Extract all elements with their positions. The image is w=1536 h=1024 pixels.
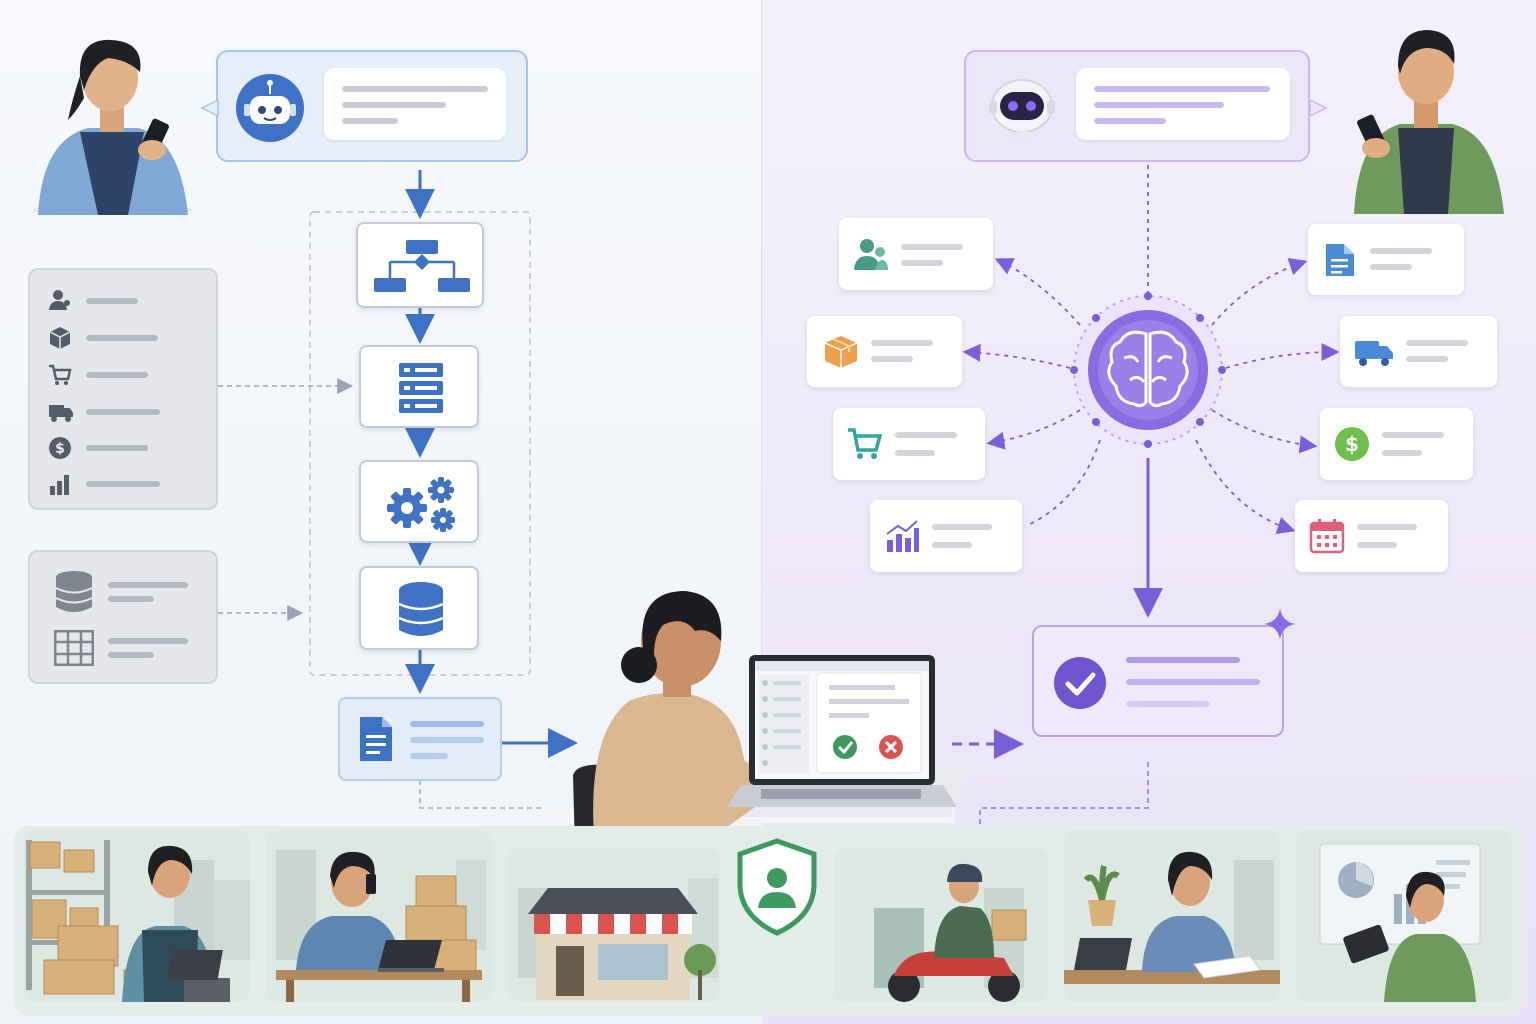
processing-step-card [359, 460, 479, 543]
spoke-payments [1211, 409, 1318, 454]
storefront-scene [508, 848, 720, 1002]
ai-assistant-message-card [964, 50, 1310, 162]
database-icon [398, 582, 444, 636]
spoke-shipping [1225, 343, 1340, 369]
shop-worker-with-phone-illustration [33, 39, 193, 215]
dollar-icon: $ [49, 437, 71, 459]
approved-result-card [1032, 625, 1284, 737]
spoke-documents [1211, 258, 1308, 326]
document-icon [360, 717, 392, 761]
shopping-cart-icon [848, 428, 883, 459]
brain-icon [1107, 330, 1189, 408]
box-icon [49, 327, 71, 349]
payments-card: $ [1320, 408, 1473, 480]
reviewer-at-laptop-illustration [545, 591, 970, 850]
office-worker-illustration [1064, 830, 1280, 1002]
office-scene [1064, 830, 1280, 1002]
delivery-truck-icon [1355, 341, 1393, 366]
delivery-rider-illustration [834, 848, 1048, 1002]
generated-document-card [338, 697, 502, 781]
spoke-calendar [1195, 439, 1296, 535]
connector-doc-to-footer [419, 780, 560, 809]
analyst-scene [1296, 830, 1512, 1002]
calendar-icon [1309, 519, 1345, 554]
svg-text:$: $ [55, 441, 65, 457]
ai-brain-hub [1070, 292, 1226, 448]
chat-bubble [324, 68, 506, 140]
storage-panel [28, 550, 218, 684]
customers-card [839, 218, 993, 290]
shop-owner-with-phone-illustration [1354, 30, 1504, 214]
phone-sales-illustration [266, 830, 492, 1002]
bar-chart-icon [50, 475, 69, 495]
analytics-chart-icon [886, 520, 919, 552]
documents-card [1308, 224, 1464, 295]
ai-chat-bubble [1076, 68, 1290, 140]
connector-result-to-footer [979, 762, 1149, 840]
table-grid-icon [54, 630, 94, 666]
robot-icon [236, 74, 304, 142]
spoke-customers [994, 258, 1081, 326]
package-icon [824, 336, 858, 368]
svg-text:$: $ [1345, 432, 1359, 456]
data-sources-panel: $ [28, 268, 218, 510]
tablet-analyst-illustration [1296, 830, 1512, 1002]
spoke-inventory [962, 343, 1071, 369]
file-icon [1326, 244, 1354, 276]
gears-icon [387, 477, 455, 532]
cart-icon [49, 364, 72, 385]
chatbot-message-card [216, 50, 528, 162]
sparkle-icon [1264, 608, 1296, 640]
approve-check-icon [833, 735, 857, 759]
security-shield-icon [737, 838, 817, 936]
user-icon [49, 290, 70, 310]
warehouse-scene [24, 830, 250, 1002]
panel-divider [761, 0, 762, 820]
ai-bubble-pointer [1309, 98, 1328, 118]
records-step-card [359, 345, 479, 428]
ai-robot-icon [989, 79, 1055, 141]
money-icon: $ [1335, 427, 1369, 461]
truck-icon [49, 405, 73, 422]
calendar-card [1295, 500, 1448, 572]
workflow-step-card [356, 222, 484, 308]
users-icon [854, 239, 888, 270]
orders-card [833, 408, 985, 480]
server-list-icon [399, 363, 443, 413]
spoke-analytics [1027, 439, 1101, 526]
database-step-card [359, 566, 479, 650]
analytics-card [870, 500, 1022, 572]
warehouse-worker-illustration [24, 830, 250, 1002]
check-circle-icon [1054, 657, 1106, 709]
flowchart-icon [374, 240, 470, 292]
shipping-card [1340, 316, 1497, 387]
inventory-card [807, 316, 962, 387]
database-cylinder-icon [55, 571, 93, 612]
bubble-pointer [200, 98, 219, 118]
storefront-illustration [508, 848, 720, 1002]
spoke-orders [986, 409, 1081, 450]
phone-sales-scene [266, 830, 492, 1002]
delivery-scene [834, 848, 1048, 1002]
